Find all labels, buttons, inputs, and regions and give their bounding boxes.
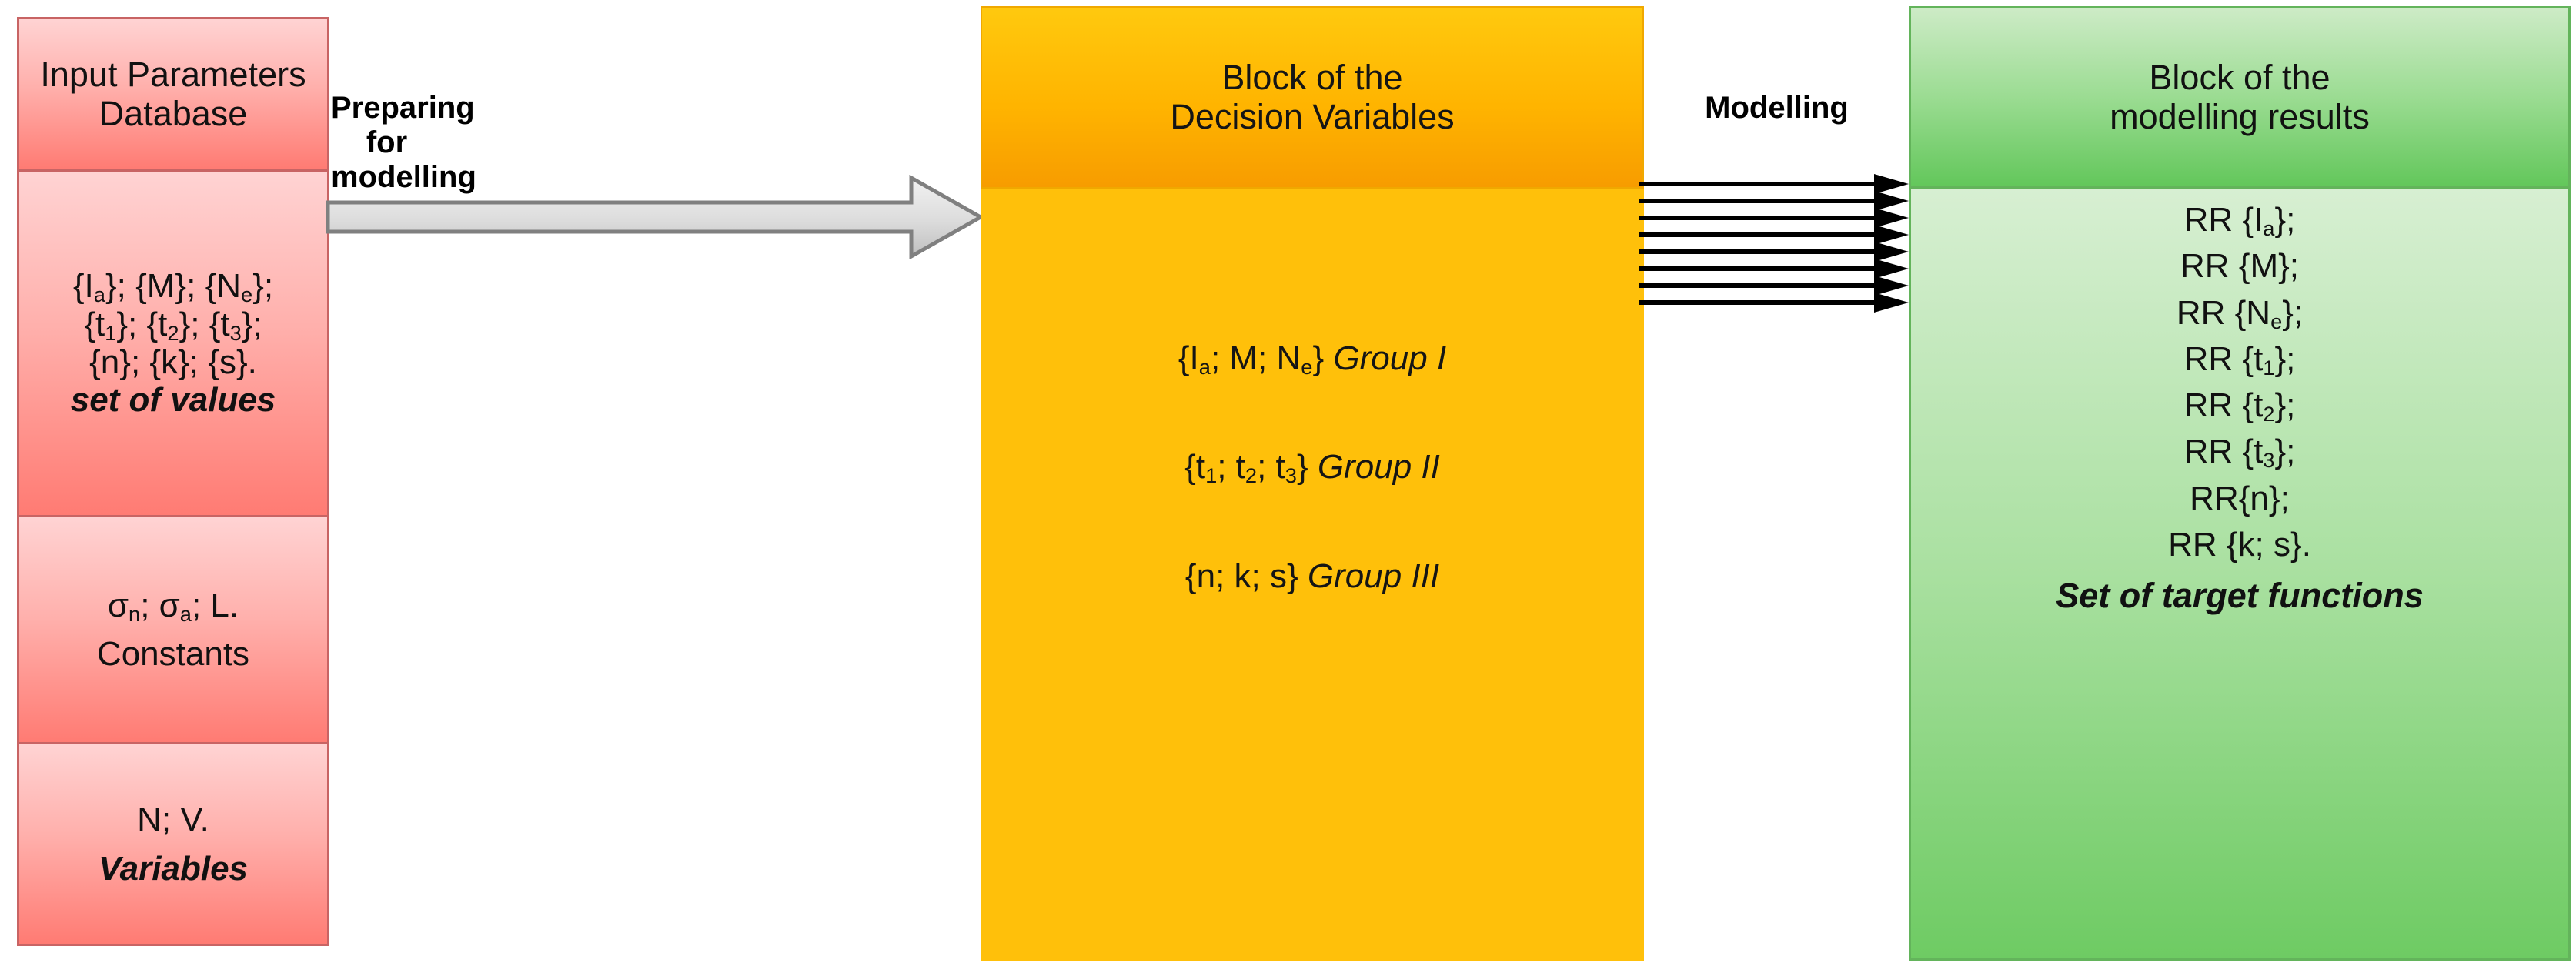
group-iii-row: {n; k; s} Group III — [1184, 557, 1440, 595]
left-panel-header: Input Parameters Database — [19, 19, 327, 172]
mid-header-line1: Block of the — [1221, 58, 1403, 98]
constants-section: σn; σa; L. Constants — [19, 517, 327, 744]
results-caption: Set of target functions — [2056, 576, 2424, 616]
values-caption: set of values — [70, 381, 276, 420]
group-iii-label: Group III — [1307, 557, 1440, 595]
left-header-line1: Input Parameters — [40, 55, 306, 95]
result-item: RR {Ne}; — [2176, 293, 2304, 333]
decision-variables-panel: Block of the Decision Variables {Ia; M; … — [981, 6, 1644, 961]
result-item: RR {t2}; — [2183, 386, 2296, 426]
mid-panel-header: Block of the Decision Variables — [981, 6, 1644, 189]
right-panel-header: Block of the modelling results — [1909, 6, 2571, 189]
mid-header-line2: Decision Variables — [1170, 96, 1455, 136]
modelling-label: Modelling — [1705, 91, 1849, 125]
arrow-right-icon-group — [1639, 174, 1909, 313]
variables-line-1: N; V. — [137, 801, 209, 839]
result-item: RR {k; s}. — [2168, 525, 2311, 563]
result-item: RR {Ia}; — [2183, 201, 2296, 240]
group-i-label: Group I — [1333, 339, 1447, 377]
group-ii-row: {t1; t2; t3} Group II — [1184, 448, 1440, 488]
constants-line-1: σn; σa; L. — [107, 586, 239, 626]
result-item: RR {M}; — [2180, 247, 2300, 286]
modelling-results-panel: Block of the modelling results RR {Ia}; … — [1909, 6, 2571, 961]
result-item: RR {t1}; — [2183, 339, 2296, 380]
left-header-line2: Database — [99, 93, 248, 133]
modelling-results-list: RR {Ia}; RR {M}; RR {Ne}; RR {t1}; RR {t… — [1909, 189, 2571, 961]
constants-caption: Constants — [96, 635, 250, 673]
group-ii-label: Group II — [1317, 448, 1440, 487]
result-item: RR {t3}; — [2183, 433, 2296, 473]
result-item: RR{n}; — [2190, 479, 2290, 517]
variables-caption: Variables — [98, 849, 249, 888]
group-i-row: {Ia; M; Ne} Group I — [1178, 339, 1447, 379]
values-line-1: {Ia}; {M}; {Ne}; — [72, 267, 274, 307]
right-header-line2: modelling results — [2110, 96, 2370, 136]
right-header-line1: Block of the — [2149, 58, 2330, 98]
variables-section: N; V. Variables — [19, 744, 327, 944]
values-line-3: {n}; {k}; {s}. — [89, 343, 257, 381]
values-line-2: {t1}; {t2}; {t3}; — [84, 305, 262, 345]
block-arrow-right-icon — [326, 175, 982, 259]
set-of-values-section: {Ia}; {M}; {Ne}; {t1}; {t2}; {t3}; {n}; … — [19, 172, 327, 517]
input-parameters-database-panel: Input Parameters Database {Ia}; {M}; {Ne… — [17, 17, 329, 946]
decision-variable-groups: {Ia; M; Ne} Group I {t1; t2; t3} Group I… — [981, 189, 1644, 961]
